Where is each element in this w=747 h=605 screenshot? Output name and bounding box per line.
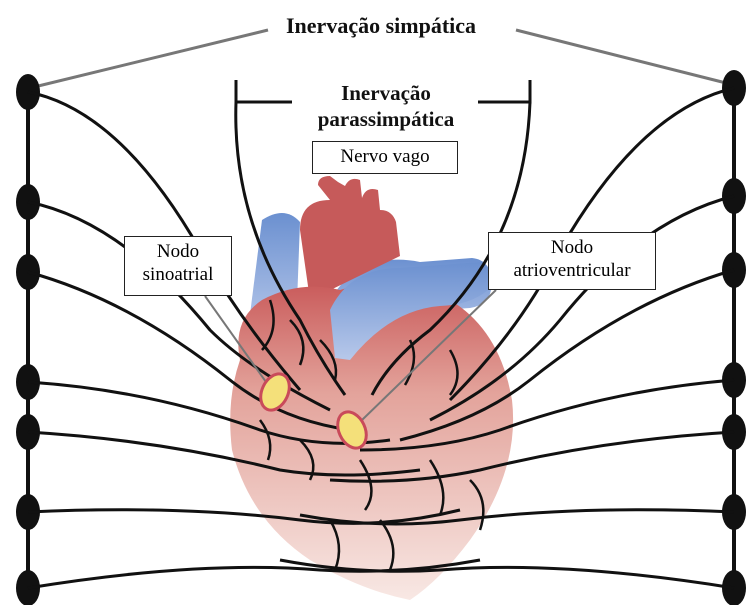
av-node-label-line1: Nodo: [495, 236, 649, 259]
left-ganglion-chain: [16, 74, 40, 605]
av-node-label-line2: atrioventricular: [495, 259, 649, 282]
parasympathetic-label-line1: Inervação: [298, 80, 474, 106]
parasympathetic-label-line2: parassimpática: [298, 106, 474, 132]
av-node-label: Nodo atrioventricular: [488, 232, 656, 290]
sympathetic-label: Inervação simpática: [280, 13, 482, 39]
sa-node-label-line2: sinoatrial: [131, 263, 225, 286]
sa-node-label-line1: Nodo: [131, 240, 225, 263]
right-ganglion-chain: [722, 70, 746, 605]
parasympathetic-label: Inervação parassimpática: [298, 80, 474, 132]
vagus-nerve-label: Nervo vago: [312, 141, 458, 174]
sa-node-label: Nodo sinoatrial: [124, 236, 232, 296]
